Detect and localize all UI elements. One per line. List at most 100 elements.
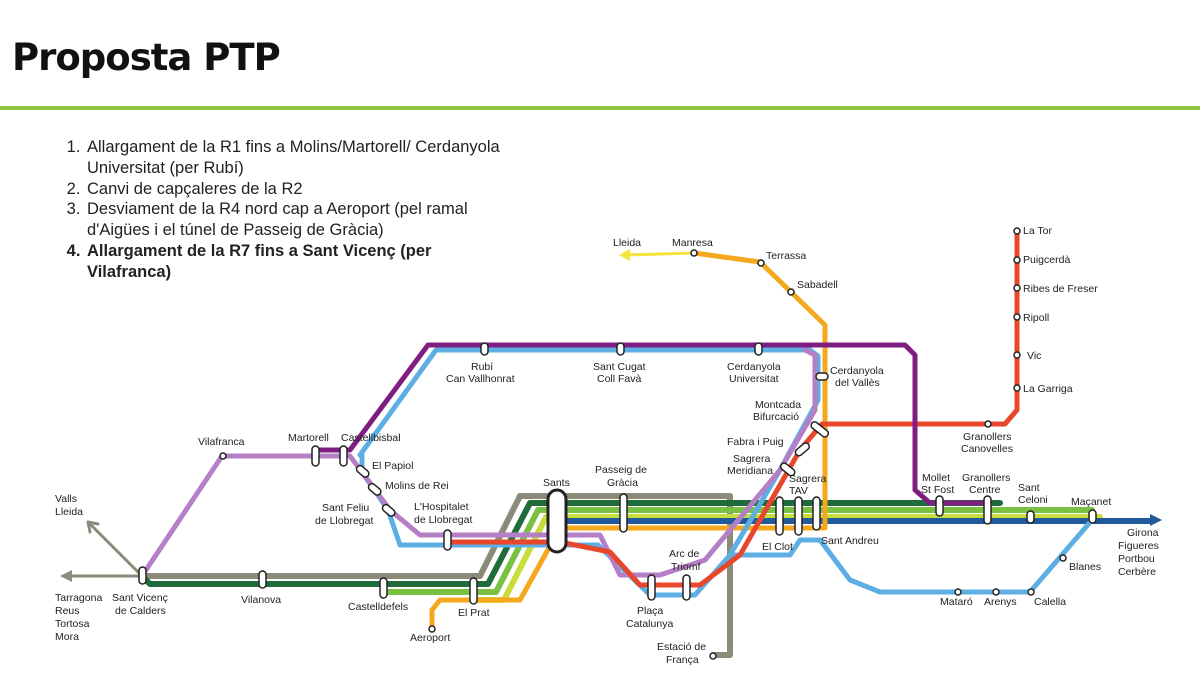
label-montcada-2: Bifurcació	[753, 411, 799, 423]
station-marker-molins[interactable]	[367, 482, 382, 496]
label-granollers-c-2: Canovelles	[961, 443, 1013, 455]
station-dot-aeroport[interactable]	[428, 625, 436, 633]
arrow-lleida	[619, 249, 630, 261]
line-r8	[312, 342, 993, 506]
station-marker-macanet[interactable]	[1088, 509, 1097, 524]
station-dot-calella[interactable]	[1027, 588, 1035, 596]
station-marker-castelldefels[interactable]	[379, 577, 388, 599]
label-stvicenc-2: de Calders	[115, 605, 166, 617]
station-dot-vilafranca[interactable]	[219, 452, 227, 460]
line-r12	[623, 251, 696, 257]
label-girona-2: Figueres	[1118, 540, 1159, 552]
label-ripoll: Ripoll	[1023, 312, 1049, 324]
proposal-item: Desviament de la R4 nord cap a Aeroport …	[85, 199, 505, 241]
station-marker-elclot[interactable]	[775, 496, 784, 536]
title-divider	[0, 106, 1200, 110]
label-sants: Sants	[543, 477, 570, 489]
label-vilanova: Vilanova	[241, 594, 281, 606]
station-marker-stceloni[interactable]	[1026, 510, 1035, 524]
station-marker-cerdvalles[interactable]	[815, 372, 829, 381]
label-cerduniv-2: Universitat	[729, 373, 779, 385]
station-marker-montcada[interactable]	[810, 420, 830, 438]
station-marker-placa[interactable]	[647, 574, 656, 601]
label-papiol: El Papiol	[372, 460, 413, 472]
station-marker-stvicenc[interactable]	[138, 566, 147, 585]
proposal-list: Allargament de la R1 fins a Molins/Marto…	[65, 137, 505, 283]
station-marker-vilanova[interactable]	[258, 570, 267, 589]
station-marker-sants[interactable]	[546, 488, 568, 554]
station-marker-sagrera-m[interactable]	[779, 462, 796, 477]
label-puigcerda: Puigcerdà	[1023, 254, 1070, 266]
label-blanes: Blanes	[1069, 561, 1101, 573]
station-marker-mollet[interactable]	[935, 495, 944, 517]
station-dot-puigcerda[interactable]	[1013, 256, 1021, 264]
label-castelldefels: Castelldefels	[348, 601, 408, 613]
label-valls: Valls	[55, 493, 77, 505]
station-dot-vic[interactable]	[1013, 351, 1021, 359]
station-dot-sabadell[interactable]	[787, 288, 795, 296]
label-molins: Molins de Rei	[385, 480, 449, 492]
proposal-item: Allargament de la R7 fins a Sant Vicenç …	[85, 241, 505, 283]
label-granollers-c: Granollers	[963, 431, 1011, 443]
station-marker-papiol[interactable]	[355, 464, 370, 478]
label-cerduniv: Cerdanyola	[727, 361, 781, 373]
station-dot-granollers-c[interactable]	[984, 420, 992, 428]
arrow-valls	[86, 520, 144, 578]
label-arc-2: Triomf	[671, 561, 700, 573]
station-dot-la-garriga[interactable]	[1013, 384, 1021, 392]
label-stceloni-2: Celoni	[1018, 494, 1048, 506]
label-girona-3: Portbou	[1118, 553, 1155, 565]
label-valls-2: Lleida	[55, 506, 83, 518]
station-marker-elprat[interactable]	[469, 577, 478, 605]
label-martorell: Martorell	[288, 432, 329, 444]
station-marker-pgracia[interactable]	[619, 493, 628, 533]
label-girona: Girona	[1127, 527, 1159, 539]
label-la-tor: La Tor	[1023, 225, 1052, 237]
station-dot-arenys[interactable]	[992, 588, 1000, 596]
station-dot-franca[interactable]	[709, 652, 717, 660]
proposal-item: Allargament de la R1 fins a Molins/Marto…	[85, 137, 505, 179]
label-hospitalet-2: de Llobregat	[414, 514, 472, 526]
label-granollers-ct-2: Centre	[969, 484, 1001, 496]
station-marker-martorell[interactable]	[311, 445, 320, 467]
label-mollet-2: St Fost	[921, 484, 954, 496]
label-terrassa: Terrassa	[766, 250, 806, 262]
station-dot-blanes[interactable]	[1059, 554, 1067, 562]
station-marker-stfeliu[interactable]	[381, 503, 396, 517]
station-marker-rubi[interactable]	[480, 342, 489, 356]
label-vic: Vic	[1027, 350, 1041, 362]
line-r16	[139, 500, 1003, 587]
station-marker-fabra[interactable]	[794, 442, 811, 458]
arrow-tarragona	[60, 570, 72, 582]
station-dot-manresa[interactable]	[690, 249, 698, 257]
label-santcugat-2: Coll Favà	[597, 373, 642, 385]
label-cerdvalles-2: del Vallès	[835, 377, 880, 389]
label-elclot: El Clot	[762, 541, 793, 553]
station-marker-hospitalet[interactable]	[443, 529, 452, 551]
label-stceloni: Sant	[1018, 482, 1040, 494]
station-marker-granollers-centre[interactable]	[983, 495, 992, 525]
station-dot-la-tor[interactable]	[1013, 227, 1021, 235]
station-dot-mataro[interactable]	[954, 588, 962, 596]
label-calella: Calella	[1034, 596, 1066, 608]
label-placa-2: Catalunya	[626, 618, 673, 630]
label-arc: Arc de	[669, 548, 700, 560]
label-hospitalet: L'Hospitalet	[414, 501, 469, 513]
label-lleida-north: Lleida	[613, 237, 641, 249]
station-dot-ripoll[interactable]	[1013, 313, 1021, 321]
station-marker-santcugat[interactable]	[616, 342, 625, 356]
station-dot-terrassa[interactable]	[757, 259, 765, 267]
station-marker-standreu[interactable]	[812, 496, 821, 531]
label-tarragona-2: Reus	[55, 605, 80, 617]
label-rubi-2: Can Vallhonrat	[446, 373, 515, 385]
station-dot-ribes[interactable]	[1013, 284, 1021, 292]
station-marker-cerduniv[interactable]	[754, 342, 763, 356]
label-pgracia-2: Gràcia	[607, 477, 638, 489]
station-marker-sagrera-tav[interactable]	[794, 496, 803, 536]
station-marker-castellbisbal[interactable]	[339, 445, 348, 467]
station-marker-arc[interactable]	[682, 574, 691, 601]
label-mollet: Mollet	[922, 472, 950, 484]
label-la-garriga: La Garriga	[1023, 383, 1073, 395]
label-fabra: Fabra i Puig	[727, 436, 784, 448]
label-ribes: Ribes de Freser	[1023, 283, 1098, 295]
